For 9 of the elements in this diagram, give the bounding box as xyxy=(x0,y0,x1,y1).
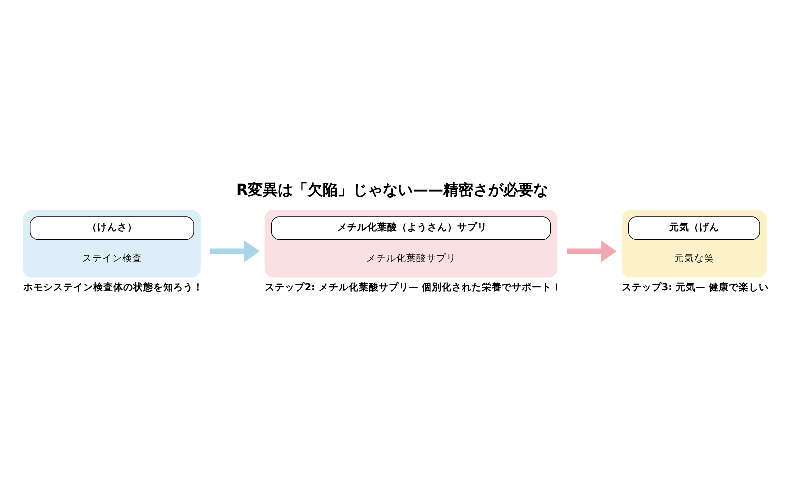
node-label: ステップ3: 元気— 健康で楽しい xyxy=(622,282,769,293)
diagram-title: R変異は「欠陥」じゃない——精密さが必要な xyxy=(236,180,549,198)
arrow xyxy=(210,240,260,262)
node-box: （けんさ） ステイン検査 xyxy=(23,210,201,278)
node-box: 元気（げん 元気な笑 xyxy=(622,210,767,278)
node-label: ステップ2: メチル化葉酸サプリ— 個別化された栄養でサポート！ xyxy=(264,282,562,293)
arrow xyxy=(567,240,617,262)
node-label: ホモシステイン検査体の状態を知ろう！ xyxy=(23,282,204,293)
node-box: メチル化葉酸（ようさん）サプリ メチル化葉酸サプリ xyxy=(264,210,558,278)
